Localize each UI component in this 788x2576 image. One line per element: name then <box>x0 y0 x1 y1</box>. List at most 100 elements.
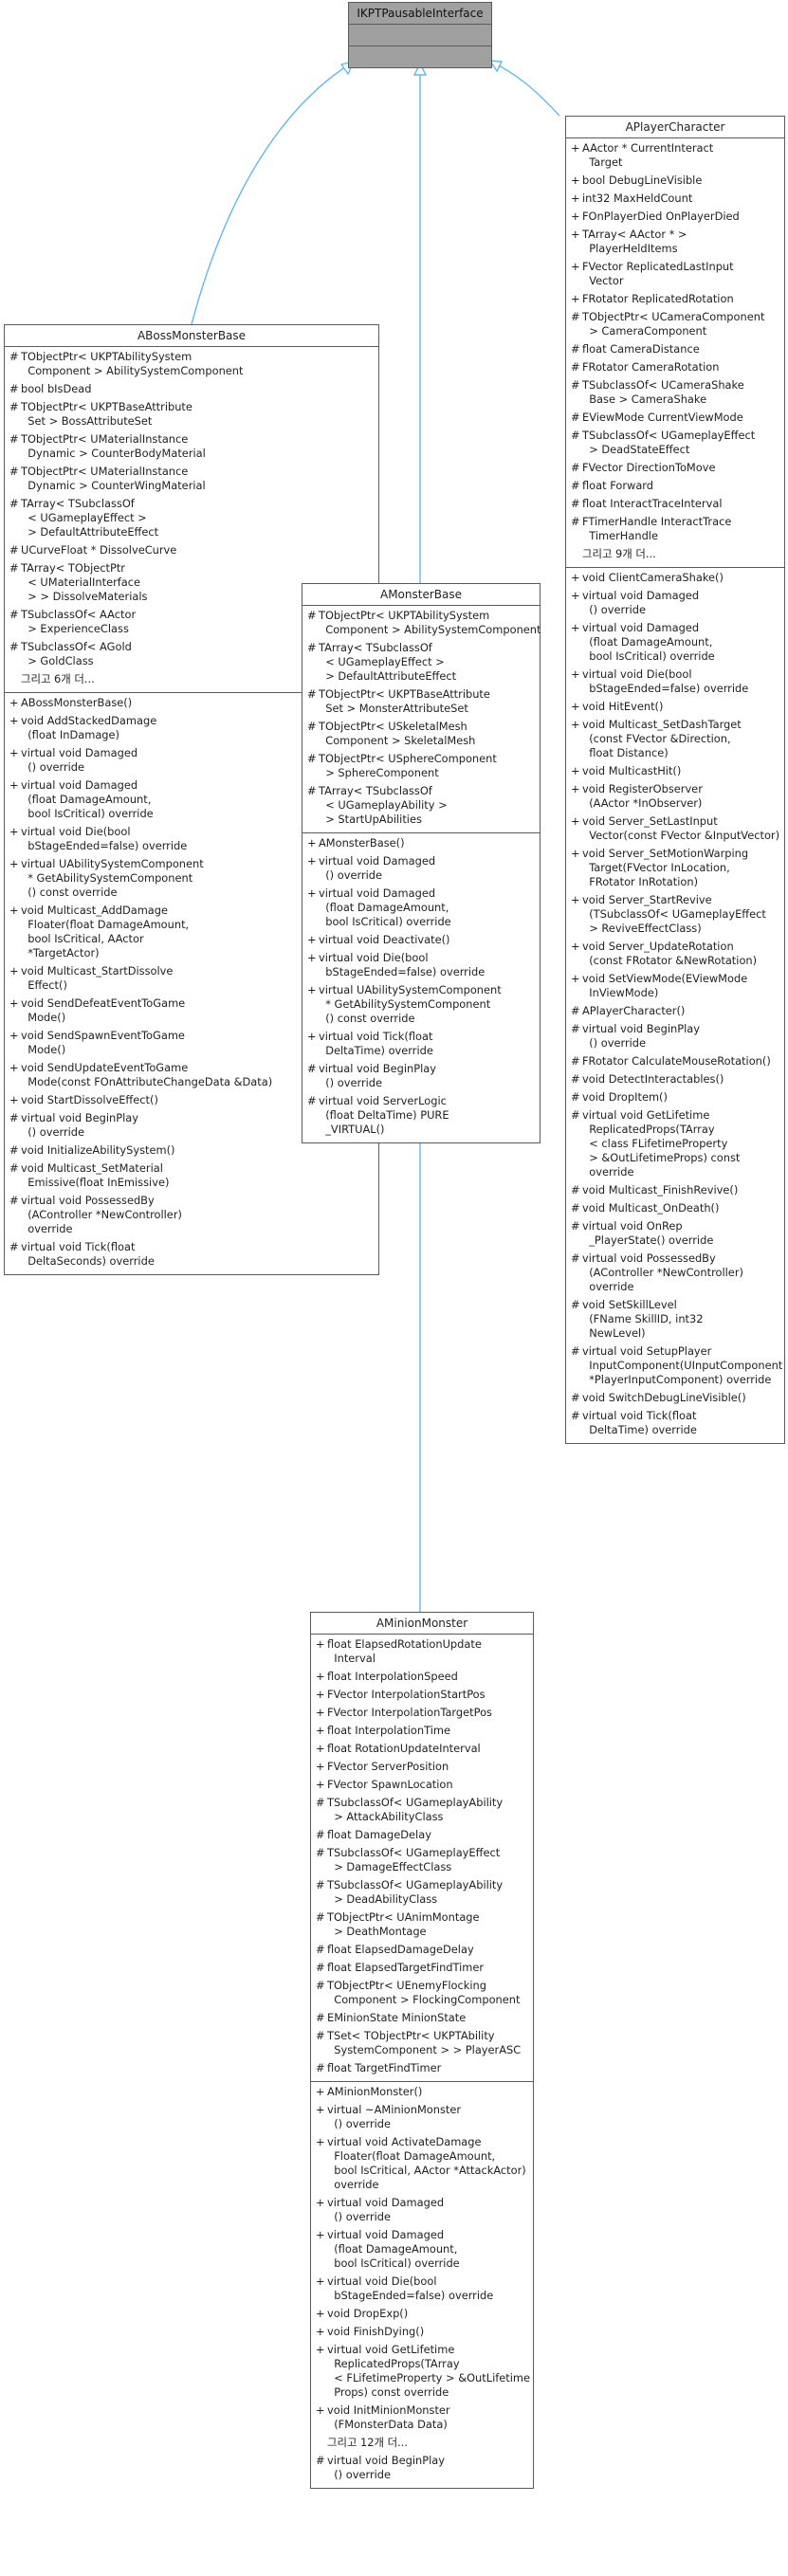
attribute-row: #float InteractTraceInterval <box>566 496 784 514</box>
visibility-marker: + <box>9 825 19 838</box>
visibility-marker: # <box>571 360 580 374</box>
attribute-row: +float ElapsedRotationUpdate Interval <box>311 1636 533 1669</box>
attribute-text: TArray< TSubclassOf < UGameplayAbility >… <box>319 784 448 826</box>
attribute-text: AActor * CurrentInteract Target <box>582 141 714 169</box>
class-title: ABossMonsterBase <box>5 325 378 347</box>
visibility-marker: + <box>307 1030 317 1043</box>
visibility-marker: # <box>9 350 19 363</box>
attribute-text: FVector DirectionToMove <box>582 461 716 474</box>
attribute-row: +float RotationUpdateInterval <box>311 1741 533 1759</box>
attribute-row: #TObjectPtr< USphereComponent > SphereCo… <box>302 751 540 783</box>
visibility-marker: + <box>316 2275 325 2288</box>
attribute-text: float RotationUpdateInterval <box>327 1742 481 1755</box>
method-text: virtual void SetupPlayer InputComponent(… <box>582 1344 783 1386</box>
visibility-marker: # <box>571 342 580 356</box>
attribute-row: #TArray< TSubclassOf < UGameplayEffect >… <box>5 496 378 542</box>
visibility-marker: + <box>9 1029 19 1042</box>
method-row: +void InitMinionMonster (FMonsterData Da… <box>311 2402 533 2435</box>
method-text: void Multicast_FinishRevive() <box>582 1183 739 1197</box>
method-text: void SendSpawnEventToGame Mode() <box>21 1029 185 1056</box>
attribute-text: UCurveFloat * DissolveCurve <box>21 543 177 557</box>
attribute-row: +FOnPlayerDied OnPlayerDied <box>566 209 784 227</box>
method-row: +virtual void Damaged (float DamageAmoun… <box>566 620 784 667</box>
attribute-text: TObjectPtr< UKPTAbilitySystem Component … <box>21 350 244 377</box>
method-text: void Multicast_SetDashTarget (const FVec… <box>582 718 742 759</box>
visibility-marker: + <box>307 836 317 850</box>
attribute-row: #TObjectPtr< UAnimMontage > DeathMontage <box>311 1909 533 1942</box>
method-row: #APlayerCharacter() <box>566 1003 784 1021</box>
visibility-marker: # <box>571 1391 580 1404</box>
attribute-row: +FVector InterpolationStartPos <box>311 1687 533 1705</box>
attribute-text: TArray< TObjectPtr < UMaterialInterface … <box>21 561 148 603</box>
attribute-row: #TSubclassOf< UGameplayAbility > DeadAbi… <box>311 1877 533 1909</box>
visibility-marker: # <box>571 1022 580 1035</box>
visibility-marker: # <box>571 1298 580 1311</box>
attribute-row: #EViewMode CurrentViewMode <box>566 410 784 428</box>
method-row: #virtual void PossessedBy (AController *… <box>566 1251 784 1297</box>
method-text: virtual void Die(bool bStageEnded=false)… <box>319 951 486 978</box>
visibility-marker: # <box>316 1846 325 1859</box>
attribute-row: #TObjectPtr< UKPTBaseAttribute Set > Mon… <box>302 686 540 719</box>
interface-methods-section <box>349 46 491 67</box>
attribute-text: FVector InterpolationTargetPos <box>327 1706 492 1719</box>
attribute-row: #FVector DirectionToMove <box>566 460 784 478</box>
visibility-marker: + <box>571 210 580 223</box>
visibility-marker: + <box>9 696 19 709</box>
visibility-marker: + <box>571 192 580 205</box>
visibility-marker: + <box>571 667 580 681</box>
visibility-marker: # <box>9 1111 19 1124</box>
visibility-marker: # <box>316 1961 325 1974</box>
visibility-marker: + <box>9 857 19 870</box>
edge-player-to-interface <box>490 61 560 117</box>
method-row: +void StartDissolveEffect() <box>5 1092 378 1110</box>
class-attributes-section: #TObjectPtr< UKPTAbilitySystem Component… <box>5 347 378 692</box>
attribute-row: +FVector InterpolationTargetPos <box>311 1705 533 1723</box>
method-text: void InitializeAbilitySystem() <box>21 1143 175 1157</box>
visibility-marker: + <box>316 1724 325 1737</box>
attribute-row: #TObjectPtr< UKPTAbilitySystem Component… <box>5 349 378 381</box>
method-text: 그리고 12개 더... <box>327 2436 408 2449</box>
method-text: virtual void Damaged () override <box>21 746 138 774</box>
visibility-marker: + <box>571 972 580 985</box>
method-row: +void Server_UpdateRotation (const FRota… <box>566 939 784 971</box>
visibility-marker: # <box>316 1878 325 1891</box>
attribute-text: TObjectPtr< UMaterialInstance Dynamic > … <box>21 432 206 460</box>
method-text: void DetectInteractables() <box>582 1072 724 1086</box>
attribute-text: FOnPlayerDied OnPlayerDied <box>582 210 740 223</box>
method-row: #void Multicast_OnDeath() <box>566 1200 784 1218</box>
method-row: +virtual void Damaged (float DamageAmoun… <box>5 777 378 824</box>
visibility-marker: + <box>316 2103 325 2116</box>
interface-ikptpausable: IKPTPausableInterface <box>348 2 492 68</box>
class-attributes-section: +AActor * CurrentInteract Target+bool De… <box>566 138 784 567</box>
visibility-marker: + <box>316 1688 325 1701</box>
attribute-row: #TSubclassOf< UCameraShake Base > Camera… <box>566 377 784 410</box>
method-text: virtual void Die(bool bStageEnded=false)… <box>327 2275 494 2302</box>
method-text: void HitEvent() <box>582 700 664 713</box>
attribute-row: #float CameraDistance <box>566 341 784 359</box>
method-row: +virtual void Die(bool bStageEnded=false… <box>311 2274 533 2306</box>
method-text: virtual void Damaged (float DamageAmount… <box>21 778 154 820</box>
method-row: +void SendDefeatEventToGame Mode() <box>5 996 378 1028</box>
method-row: +virtual void Damaged () override <box>566 588 784 620</box>
visibility-marker: + <box>316 2343 325 2356</box>
attribute-text: float ElapsedDamageDelay <box>327 1943 474 1956</box>
method-text: void Multicast_StartDissolve Effect() <box>21 964 174 992</box>
visibility-marker: # <box>9 432 19 446</box>
method-row: #void Multicast_FinishRevive() <box>566 1182 784 1200</box>
class-methods-section: +ABossMonsterBase()+void AddStackedDamag… <box>5 692 378 1274</box>
visibility-marker: + <box>316 1760 325 1773</box>
attribute-row: #TObjectPtr< UMaterialInstance Dynamic >… <box>5 431 378 464</box>
method-text: void Server_SetLastInput Vector(const FV… <box>582 814 780 842</box>
attribute-text: float InteractTraceInterval <box>582 497 723 510</box>
visibility-marker: # <box>571 1108 580 1122</box>
attribute-text: TObjectPtr< UKPTBaseAttribute Set > Boss… <box>21 400 192 428</box>
attribute-text: TSet< TObjectPtr< UKPTAbility SystemComp… <box>327 2029 522 2056</box>
visibility-marker: + <box>9 714 19 727</box>
visibility-marker: # <box>307 720 317 733</box>
visibility-marker: + <box>571 814 580 828</box>
visibility-marker: + <box>307 886 317 900</box>
method-row: #virtual void OnRep _PlayerState() overr… <box>566 1218 784 1251</box>
method-text: void Server_UpdateRotation (const FRotat… <box>582 940 758 967</box>
method-text: virtual void Damaged (float DamageAmount… <box>327 2228 460 2270</box>
visibility-marker: # <box>571 1344 580 1358</box>
